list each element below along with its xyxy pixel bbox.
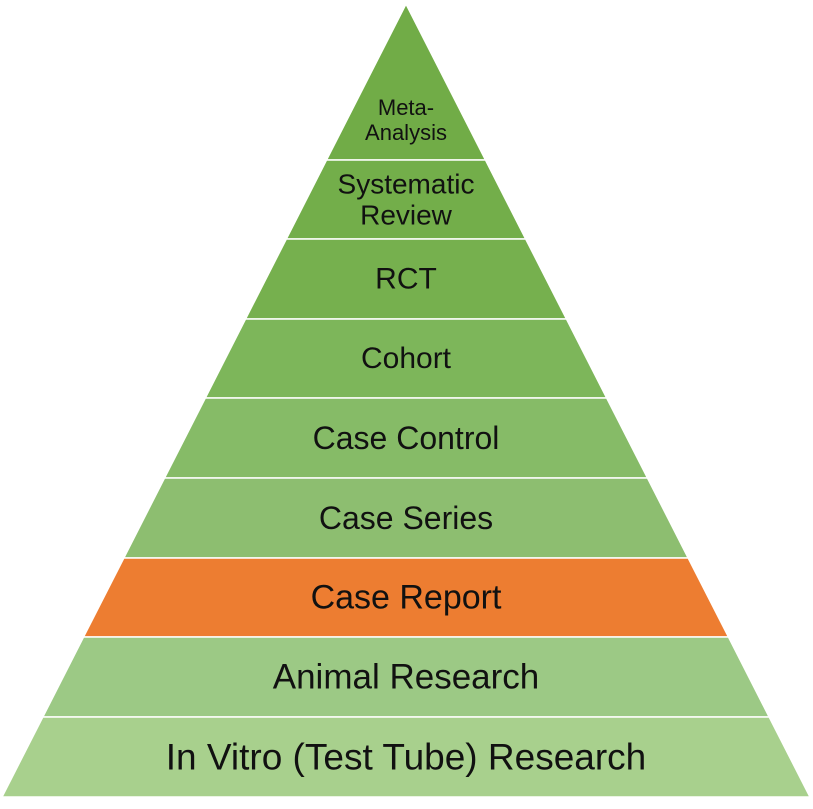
- pyramid-level-4-label-0: Case Control: [313, 420, 500, 456]
- pyramid-level-8: [0, 716, 812, 798]
- pyramid-level-8-label-0: In Vitro (Test Tube) Research: [166, 737, 647, 778]
- pyramid-level-6-label-0: Case Report: [311, 579, 502, 617]
- pyramid-level-1-label-0: Systematic: [338, 168, 475, 199]
- pyramid-level-0-label-1: Analysis: [365, 120, 447, 145]
- pyramid-level-1-label-1: Review: [360, 200, 453, 231]
- pyramid-level-0-label-0: Meta-: [378, 95, 434, 120]
- pyramid-level-5-label-0: Case Series: [319, 500, 493, 536]
- pyramid-level-3-label-0: Cohort: [361, 342, 452, 375]
- pyramid-level-7-label-0: Animal Research: [273, 658, 540, 697]
- pyramid-level-2-label-0: RCT: [375, 263, 437, 296]
